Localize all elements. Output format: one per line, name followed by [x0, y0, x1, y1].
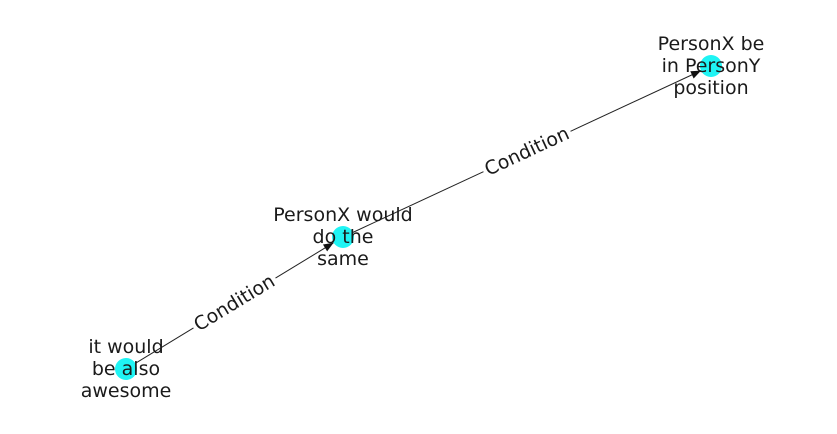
node-label: PersonX be	[658, 33, 765, 55]
graph-node	[332, 226, 354, 248]
edge-line	[352, 171, 484, 233]
edge-label: Condition	[190, 270, 279, 336]
node-label: do the	[313, 226, 374, 248]
graph-node	[700, 55, 722, 77]
edge-line	[135, 327, 194, 364]
node-label: awesome	[81, 380, 172, 402]
edge-line	[275, 242, 334, 279]
node-label: PersonX would	[273, 204, 412, 226]
node-label: in PersonY	[662, 55, 761, 77]
node-label: same	[317, 248, 369, 270]
node-label: it would	[88, 336, 163, 358]
node-label: be also	[92, 358, 160, 380]
edge-label: Condition	[481, 122, 572, 180]
edge-arrowhead	[690, 70, 702, 79]
edge-line	[570, 70, 702, 132]
edge-arrowhead	[322, 242, 334, 252]
node-label: position	[673, 77, 748, 99]
graph-node	[115, 358, 137, 380]
